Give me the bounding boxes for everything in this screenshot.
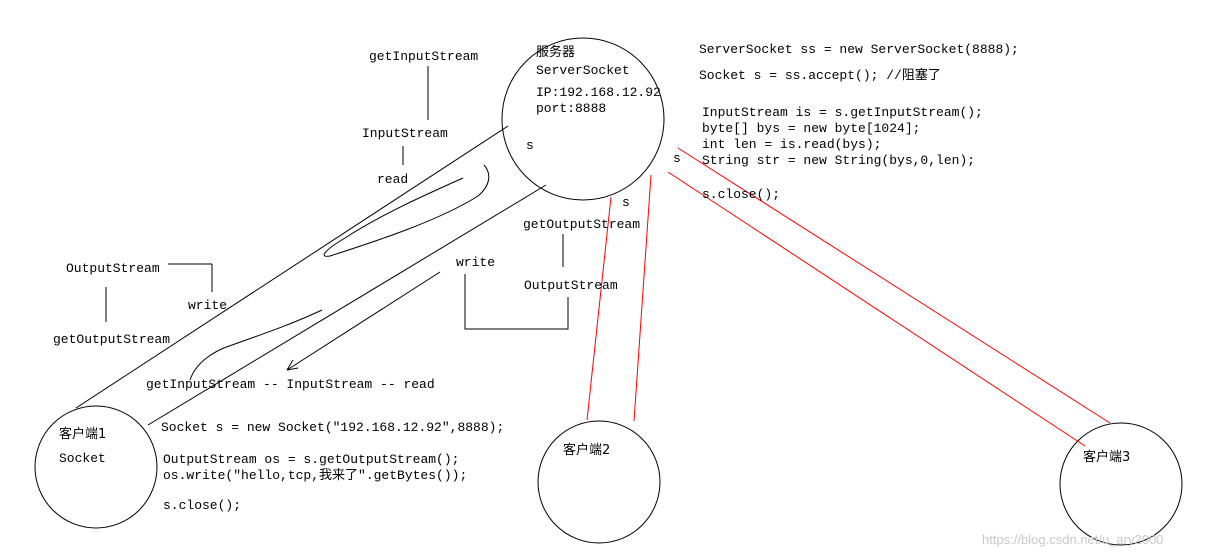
label-chain-bottom: getInputStream -- InputStream -- read	[146, 377, 435, 392]
label-input-stream-top: InputStream	[362, 126, 448, 141]
connection-line-outer	[75, 125, 509, 409]
client1-code-line-1: Socket s = new Socket("192.168.12.92",88…	[161, 420, 504, 435]
connector-write-bracket	[464, 274, 569, 330]
server-code-line-3: InputStream is = s.getInputStream();	[702, 105, 983, 120]
client1-type: Socket	[59, 451, 106, 466]
flow-curve-lower	[189, 309, 323, 381]
server-socket-label: s	[526, 138, 534, 153]
client2-title: 客户端2	[563, 442, 610, 458]
client3-connection-line-b	[667, 171, 1086, 447]
label-s-right-1: s	[673, 151, 681, 166]
client2-connection-line-a	[586, 196, 612, 421]
label-write-left: write	[188, 298, 227, 313]
server-title: 服务器	[536, 44, 575, 60]
client1-code-line-3: os.write("hello,tcp,我来了".getBytes());	[163, 468, 467, 483]
client3-connection-line-a	[677, 147, 1111, 424]
label-read-top: read	[377, 172, 408, 187]
label-get-input-stream-top: getInputStream	[369, 49, 478, 64]
watermark: https://blog.csdn.net/u_ary2000	[982, 532, 1163, 547]
flow-curve-upper	[323, 164, 490, 257]
server-type: ServerSocket	[536, 63, 630, 78]
server-code-line-5: int len = is.read(bys);	[702, 137, 881, 152]
flow-arrow-lower	[286, 271, 441, 371]
server-code-line-2: Socket s = ss.accept(); //阻塞了	[699, 67, 941, 83]
client3-title: 客户端3	[1083, 449, 1130, 465]
server-code-line-7: s.close();	[702, 187, 780, 202]
client3-node	[1059, 422, 1183, 546]
label-output-stream-left: OutputStream	[66, 261, 160, 276]
client1-title: 客户端1	[59, 426, 106, 442]
server-code-line-6: String str = new String(bys,0,len);	[702, 153, 975, 168]
server-code-line-4: byte[] bys = new byte[1024];	[702, 121, 920, 136]
server-port: port:8888	[536, 101, 606, 116]
label-get-output-stream-left: getOutputStream	[53, 332, 170, 347]
server-ip: IP:192.168.12.92	[536, 85, 661, 100]
label-get-output-stream-mid: getOutputStream	[523, 217, 640, 232]
client2-node	[537, 420, 661, 544]
label-s-right-2: s	[622, 195, 630, 210]
client1-code-line-4: s.close();	[163, 498, 241, 513]
client1-code-line-2: OutputStream os = s.getOutputStream();	[163, 452, 459, 467]
label-output-stream-mid: OutputStream	[524, 278, 618, 293]
connection-line-inner	[147, 184, 547, 426]
client1-node	[34, 405, 158, 529]
server-node	[501, 37, 665, 201]
server-code-line-1: ServerSocket ss = new ServerSocket(8888)…	[699, 42, 1019, 57]
client2-connection-line-b	[633, 174, 652, 422]
label-write-mid: write	[456, 255, 495, 270]
